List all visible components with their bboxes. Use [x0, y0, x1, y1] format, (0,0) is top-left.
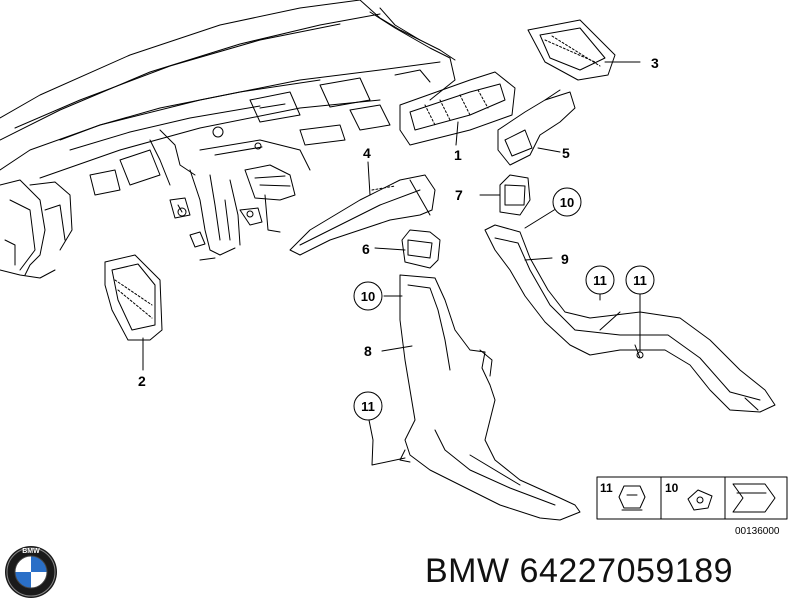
- label-part-5: 5: [562, 145, 570, 161]
- circle-11-c: [353, 391, 383, 421]
- circle-11-a: [585, 265, 615, 295]
- vent-part-6: [401, 229, 441, 269]
- label-part-1: 1: [454, 147, 462, 163]
- duct-part-8: [399, 274, 581, 521]
- brand-part-number: BMW 64227059189: [425, 552, 733, 591]
- vent-part-3: [527, 19, 616, 81]
- circled-labels: [353, 187, 655, 421]
- circle-10-b: [353, 281, 383, 311]
- label-part-7: 7: [455, 187, 463, 203]
- duct-part-7: [499, 174, 531, 216]
- vent-part-2: [104, 254, 163, 341]
- bmw-logo: BMW: [5, 546, 57, 598]
- circled-label-text: 10 10 11 11 11: [361, 195, 647, 414]
- diagram-code: 00136000: [735, 526, 780, 537]
- label-part-3: 3: [651, 55, 659, 71]
- duct-part-4: [289, 174, 436, 256]
- label-part-9: 9: [561, 251, 569, 267]
- label-part-4: 4: [363, 145, 371, 161]
- duct-part-9: [484, 224, 776, 413]
- circle-11-b: [625, 265, 655, 295]
- label-part-8: 8: [364, 343, 372, 359]
- brand-name: BMW: [425, 552, 510, 590]
- circle-11-c-text: 11: [361, 399, 375, 414]
- legend-box: [596, 476, 788, 520]
- part-number: 64227059189: [519, 552, 734, 590]
- circle-10-a-text: 10: [560, 195, 574, 210]
- label-part-6: 6: [362, 241, 370, 257]
- circle-10-b-text: 10: [361, 289, 375, 304]
- circle-11-b-text: 11: [633, 273, 647, 288]
- legend-item-11: 11: [600, 481, 613, 495]
- vent-part-1: [399, 71, 516, 146]
- legend-item-10: 10: [665, 481, 679, 495]
- circle-10-a: [552, 187, 582, 217]
- bmw-logo-text: BMW: [22, 548, 40, 555]
- circle-11-a-text: 11: [593, 273, 607, 288]
- duct-part-5: [497, 89, 576, 166]
- dashboard-drawing: [0, 0, 456, 279]
- label-part-2: 2: [138, 373, 146, 389]
- part-labels: 1 2 3 4 5 6 7 8 9: [138, 55, 659, 389]
